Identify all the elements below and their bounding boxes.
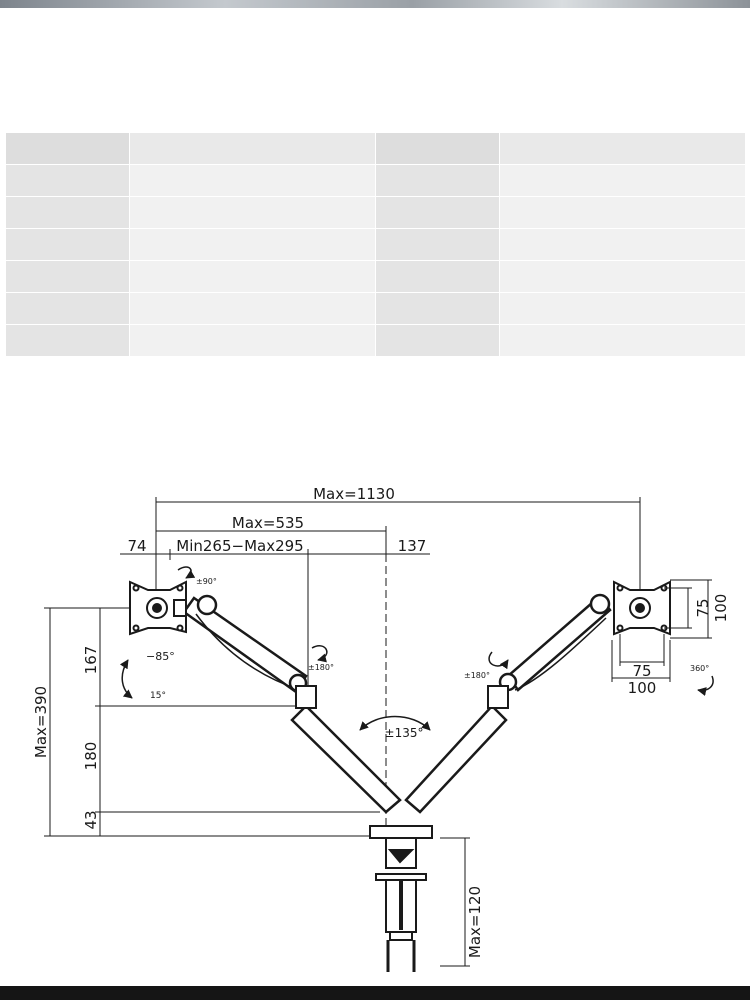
table-row <box>5 132 746 165</box>
vesa-100-vertical: 100 <box>712 594 730 623</box>
horizontal-dimensions <box>120 497 641 690</box>
table-label-cell <box>5 260 130 293</box>
table-row <box>5 260 746 293</box>
angle-180-left: ±180° <box>308 663 334 672</box>
dim-max-390: Max=390 <box>32 686 50 758</box>
left-vesa-plate <box>129 580 187 636</box>
table-label-cell <box>375 260 500 293</box>
vesa-dimensions <box>611 579 712 682</box>
desk-clamp <box>369 825 433 972</box>
table-value-cell <box>129 164 376 197</box>
dim-167: 167 <box>82 646 100 675</box>
table-value-cell <box>499 196 746 229</box>
vertical-dimensions <box>44 607 470 967</box>
table-value-cell <box>499 228 746 261</box>
angle-360: 360° <box>690 664 709 673</box>
table-label-cell <box>5 196 130 229</box>
table-row <box>5 164 746 197</box>
table-value-cell <box>129 196 376 229</box>
right-vesa-plate <box>613 580 671 636</box>
table-value-cell <box>499 292 746 325</box>
table-label-cell <box>5 324 130 357</box>
bottom-bar <box>0 986 750 1000</box>
table-label-cell <box>375 292 500 325</box>
table-label-cell <box>5 164 130 197</box>
dim-min-max: Min265−Max295 <box>176 537 303 555</box>
dim-max-120: Max=120 <box>466 886 484 958</box>
table-label-cell <box>5 132 130 165</box>
right-upper-arm <box>498 593 612 692</box>
dim-74: 74 <box>127 537 146 555</box>
table-value-cell <box>499 324 746 357</box>
dimension-diagram: Max=1130 Max=535 74 Min265−Max295 137 Ma… <box>32 485 730 972</box>
vesa-100-horizontal: 100 <box>628 679 657 697</box>
table-value-cell <box>499 260 746 293</box>
dim-180: 180 <box>82 742 100 771</box>
right-lower-arm <box>404 685 509 814</box>
table-label-cell <box>375 324 500 357</box>
table-label-cell <box>5 292 130 325</box>
angle-180-right: ±180° <box>464 671 490 680</box>
angle-15: 15° <box>150 691 166 701</box>
table-row <box>5 324 746 357</box>
vesa-75-vertical: 75 <box>694 598 712 617</box>
table-value-cell <box>129 292 376 325</box>
dim-max-535: Max=535 <box>232 514 304 532</box>
left-upper-arm <box>182 594 308 694</box>
dim-43: 43 <box>82 810 100 829</box>
dim-137: 137 <box>398 537 427 555</box>
table-label-cell <box>375 196 500 229</box>
table-label-cell <box>375 228 500 261</box>
table-value-cell <box>129 228 376 261</box>
angle-135: ±135° <box>385 726 424 740</box>
table-label-cell <box>5 228 130 261</box>
table-label-cell <box>375 164 500 197</box>
table-value-cell <box>499 164 746 197</box>
angle-neg85: −85° <box>146 650 175 663</box>
table-value-cell <box>129 324 376 357</box>
vesa-75-horizontal: 75 <box>632 662 651 680</box>
table-value-cell <box>129 260 376 293</box>
left-lower-arm <box>290 685 402 814</box>
top-banner-strip <box>0 0 750 8</box>
table-row <box>5 292 746 325</box>
table-row <box>5 196 746 229</box>
rotation-arcs <box>119 566 714 731</box>
dim-max-1130: Max=1130 <box>313 485 395 503</box>
table-value-cell <box>129 132 376 165</box>
spec-table <box>5 132 746 357</box>
angle-90: ±90° <box>196 577 217 586</box>
table-row <box>5 228 746 261</box>
table-value-cell <box>499 132 746 165</box>
table-label-cell <box>375 132 500 165</box>
